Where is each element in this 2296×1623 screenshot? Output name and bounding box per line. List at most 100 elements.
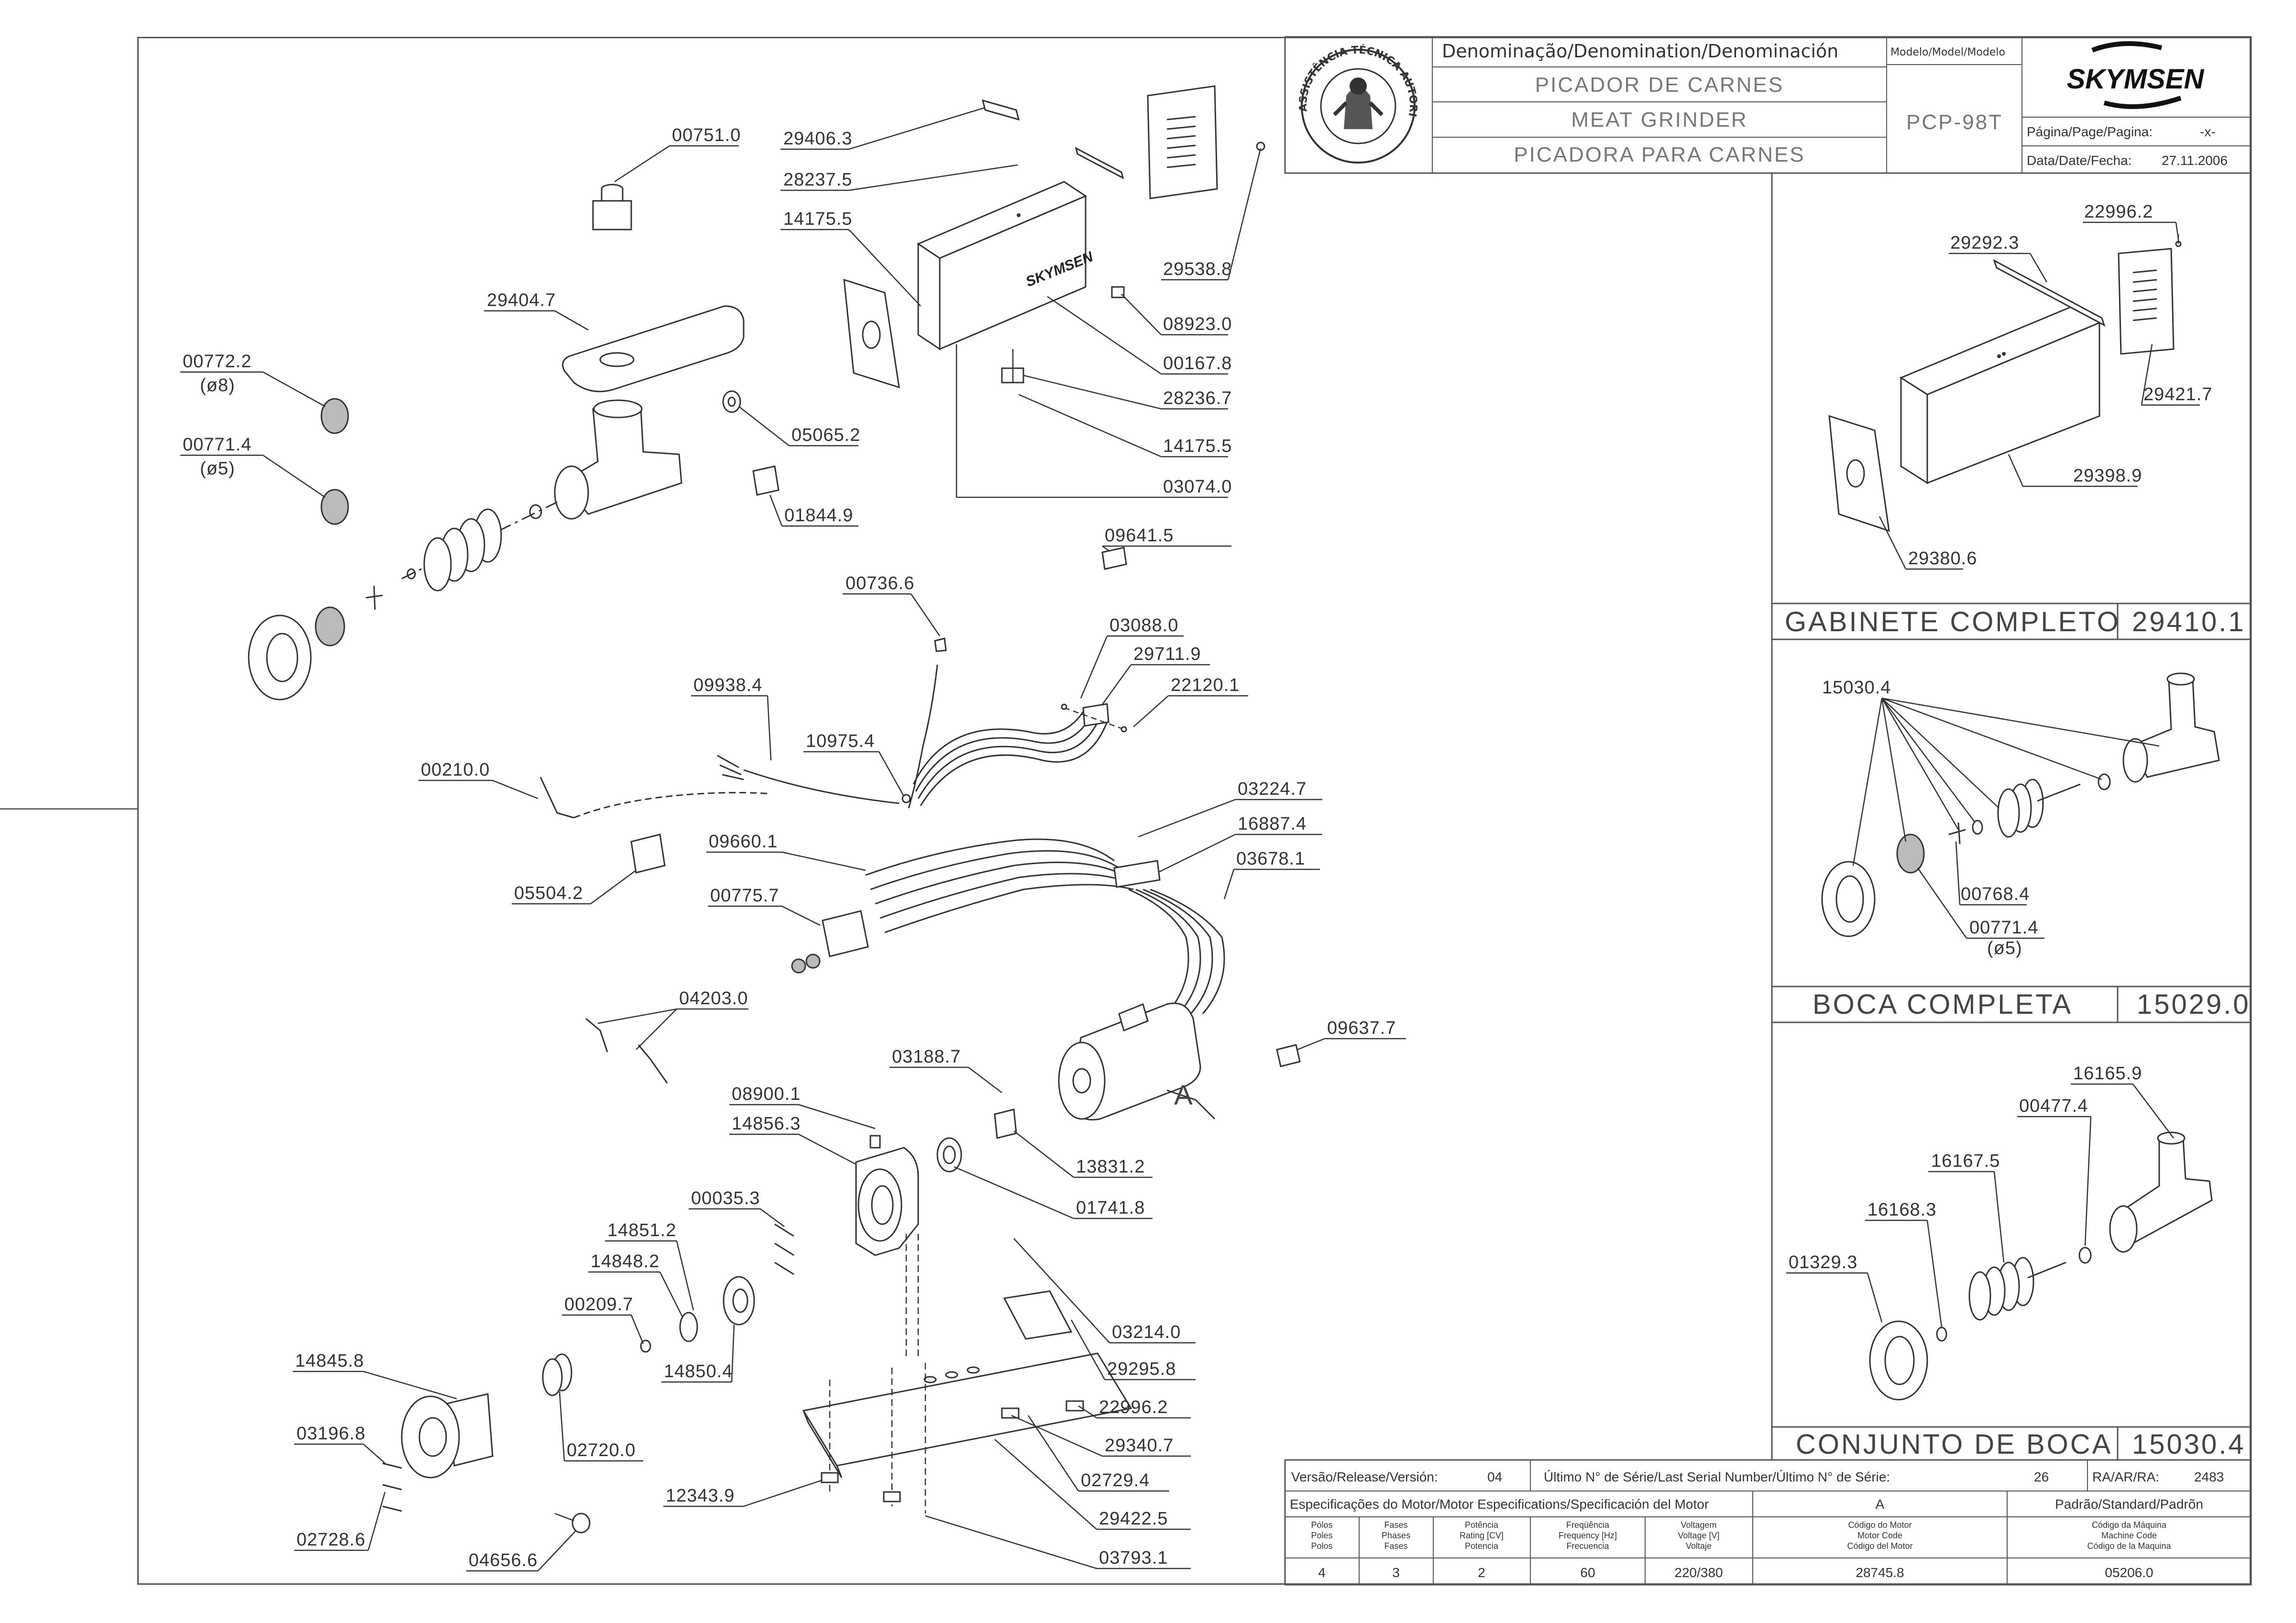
callout: 29422.5 bbox=[1099, 1509, 1168, 1529]
spec-col-rating: Potência Rating [CV] Potencia 2 bbox=[1460, 1520, 1504, 1580]
boca-title: BOCA COMPLETA bbox=[1813, 989, 2073, 1020]
callout: 22996.2 bbox=[2084, 202, 2153, 222]
date-label: Data/Date/Fecha: bbox=[2027, 153, 2131, 168]
spec-col-phases: Fases Phases Fases 3 bbox=[1382, 1520, 1410, 1580]
page-value: -x- bbox=[2200, 124, 2216, 139]
callout: 16167.5 bbox=[1931, 1151, 2000, 1171]
callout: 16165.9 bbox=[2073, 1064, 2142, 1084]
boca-code: 15029.0 bbox=[2137, 989, 2251, 1020]
date-value: 27.11.2006 bbox=[2162, 153, 2228, 168]
callout: 13831.2 bbox=[1076, 1157, 1145, 1177]
main-exploded-view: SKYMSEN 29406.3 28237.5 14175.5 29538.8 … bbox=[180, 85, 1406, 1572]
boca-complete-drawing: 15030.4 00768.4 00771.4 (ø5) bbox=[1821, 672, 2220, 958]
name-en: MEAT GRINDER bbox=[1571, 108, 1747, 132]
callout: 14851.2 bbox=[607, 1220, 676, 1240]
denomination-label: Denominação/Denomination/Denominación bbox=[1442, 41, 1838, 62]
callout: 28237.5 bbox=[783, 170, 852, 190]
callout: 01741.8 bbox=[1076, 1198, 1145, 1218]
spec-col-voltage: Voltagem Voltage [V] Voltaje 220/380 bbox=[1674, 1520, 1723, 1580]
spec-col-motor-code: Código do Motor Motor Code Código del Mo… bbox=[1847, 1520, 1912, 1580]
callout: 03224.7 bbox=[1238, 779, 1307, 799]
callout: 01329.3 bbox=[1789, 1252, 1857, 1272]
callout: 01844.9 bbox=[784, 505, 853, 526]
callout: 29295.8 bbox=[1107, 1359, 1176, 1379]
svg-text:60: 60 bbox=[1580, 1565, 1595, 1580]
callout: 00736.6 bbox=[846, 573, 914, 593]
serial-label: Último N° de Série/Last Serial Number/Úl… bbox=[1544, 1469, 1890, 1484]
svg-text:Potência: Potência bbox=[1465, 1520, 1499, 1530]
svg-text:Rating [CV]: Rating [CV] bbox=[1460, 1531, 1504, 1540]
right-panels: GABINETE COMPLETO 29410.1 BOCA COMPLETA … bbox=[1771, 173, 2252, 1461]
callout: 09641.5 bbox=[1105, 526, 1174, 546]
version-label: Versão/Release/Versión: bbox=[1291, 1469, 1438, 1484]
callout: 04656.6 bbox=[469, 1550, 538, 1570]
callout: 00210.0 bbox=[421, 760, 490, 780]
svg-text:28745.8: 28745.8 bbox=[1856, 1565, 1904, 1580]
svg-text:Frequency [Hz]: Frequency [Hz] bbox=[1559, 1531, 1617, 1540]
callout: 03196.8 bbox=[297, 1424, 365, 1444]
svg-text:Poles: Poles bbox=[1311, 1531, 1332, 1540]
svg-text:05206.0: 05206.0 bbox=[2105, 1565, 2153, 1580]
callout: 00771.4 bbox=[1969, 918, 2038, 938]
callout: 14845.8 bbox=[295, 1351, 364, 1371]
page-label: Página/Page/Pagina: bbox=[2027, 124, 2153, 139]
name-es: PICADORA PARA CARNES bbox=[1514, 143, 1805, 166]
callout: 14175.5 bbox=[1163, 436, 1232, 456]
title-block: ASSISTÊNCIA TÉCNICA AUTORIZADA Denominaç… bbox=[0, 0, 2252, 174]
callout: 29380.6 bbox=[1908, 548, 1977, 569]
model-number: PCP-98T bbox=[1906, 110, 2003, 134]
standard-label: Padrão/Standard/Padrõn bbox=[2055, 1497, 2203, 1512]
svg-text:Voltaje: Voltaje bbox=[1686, 1541, 1712, 1551]
svg-text:Freqüência: Freqüência bbox=[1566, 1520, 1610, 1530]
callout: 14850.4 bbox=[664, 1361, 733, 1382]
svg-text:Código de la Maquina: Código de la Maquina bbox=[2087, 1541, 2171, 1551]
svg-text:Machine Code: Machine Code bbox=[2101, 1531, 2157, 1540]
callout: 00209.7 bbox=[564, 1294, 633, 1315]
svg-text:Código do Motor: Código do Motor bbox=[1848, 1520, 1912, 1530]
svg-text:Potencia: Potencia bbox=[1465, 1541, 1499, 1551]
callout: 02729.4 bbox=[1081, 1470, 1150, 1491]
serial-value: 26 bbox=[2034, 1469, 2049, 1484]
callout: 22120.1 bbox=[1171, 675, 1240, 695]
callout: 00477.4 bbox=[2019, 1096, 2088, 1116]
callout: 09660.1 bbox=[709, 832, 778, 852]
callout: 08900.1 bbox=[732, 1084, 801, 1104]
callout-dim: (ø5) bbox=[1987, 938, 2022, 958]
callout: 14848.2 bbox=[591, 1251, 659, 1272]
callout: 29406.3 bbox=[783, 129, 852, 149]
ra-label: RA/AR/RA: bbox=[2092, 1469, 2159, 1484]
callout: 00771.4 bbox=[183, 435, 252, 455]
callout: 00768.4 bbox=[1961, 884, 2030, 904]
callout: 29421.7 bbox=[2143, 384, 2212, 405]
callout: 14856.3 bbox=[732, 1114, 801, 1134]
callout: 04203.0 bbox=[679, 988, 748, 1009]
callout: 00167.8 bbox=[1163, 353, 1232, 373]
callout: 00775.7 bbox=[710, 886, 779, 906]
svg-text:Código del Motor: Código del Motor bbox=[1847, 1541, 1912, 1551]
svg-text:SKYMSEN: SKYMSEN bbox=[2067, 64, 2205, 95]
motor-spec-table: Versão/Release/Versión: 04 Último N° de … bbox=[1284, 1459, 2252, 1586]
svg-text:3: 3 bbox=[1392, 1565, 1400, 1580]
svg-text:Voltagem: Voltagem bbox=[1681, 1520, 1716, 1530]
svg-text:Fases: Fases bbox=[1384, 1541, 1407, 1551]
callout: 05504.2 bbox=[514, 883, 583, 903]
svg-text:Phases: Phases bbox=[1382, 1531, 1410, 1540]
svg-text:Motor Code: Motor Code bbox=[1857, 1531, 1902, 1540]
callout: 05065.2 bbox=[791, 425, 860, 445]
callout: 02728.6 bbox=[297, 1530, 365, 1550]
motor-mark: A bbox=[1876, 1497, 1885, 1512]
svg-text:Polos: Polos bbox=[1311, 1541, 1332, 1551]
callout: 29340.7 bbox=[1105, 1436, 1174, 1456]
callout: 03188.7 bbox=[892, 1047, 961, 1067]
callout: 09637.7 bbox=[1327, 1018, 1396, 1038]
gabinete-title: GABINETE COMPLETO bbox=[1785, 606, 2120, 637]
svg-text:220/380: 220/380 bbox=[1674, 1565, 1723, 1580]
callout: 12343.9 bbox=[666, 1486, 735, 1506]
callout: 00772.2 bbox=[183, 351, 252, 372]
svg-text:4: 4 bbox=[1318, 1565, 1326, 1580]
conjunto-code: 15030.4 bbox=[2132, 1429, 2246, 1460]
callout: 14175.5 bbox=[783, 209, 852, 229]
spec-col-machine-code: Código da Máquina Machine Code Código de… bbox=[2087, 1520, 2171, 1580]
model-label: Modelo/Model/Modelo bbox=[1890, 46, 2005, 58]
callout: 22996.2 bbox=[1099, 1397, 1168, 1417]
